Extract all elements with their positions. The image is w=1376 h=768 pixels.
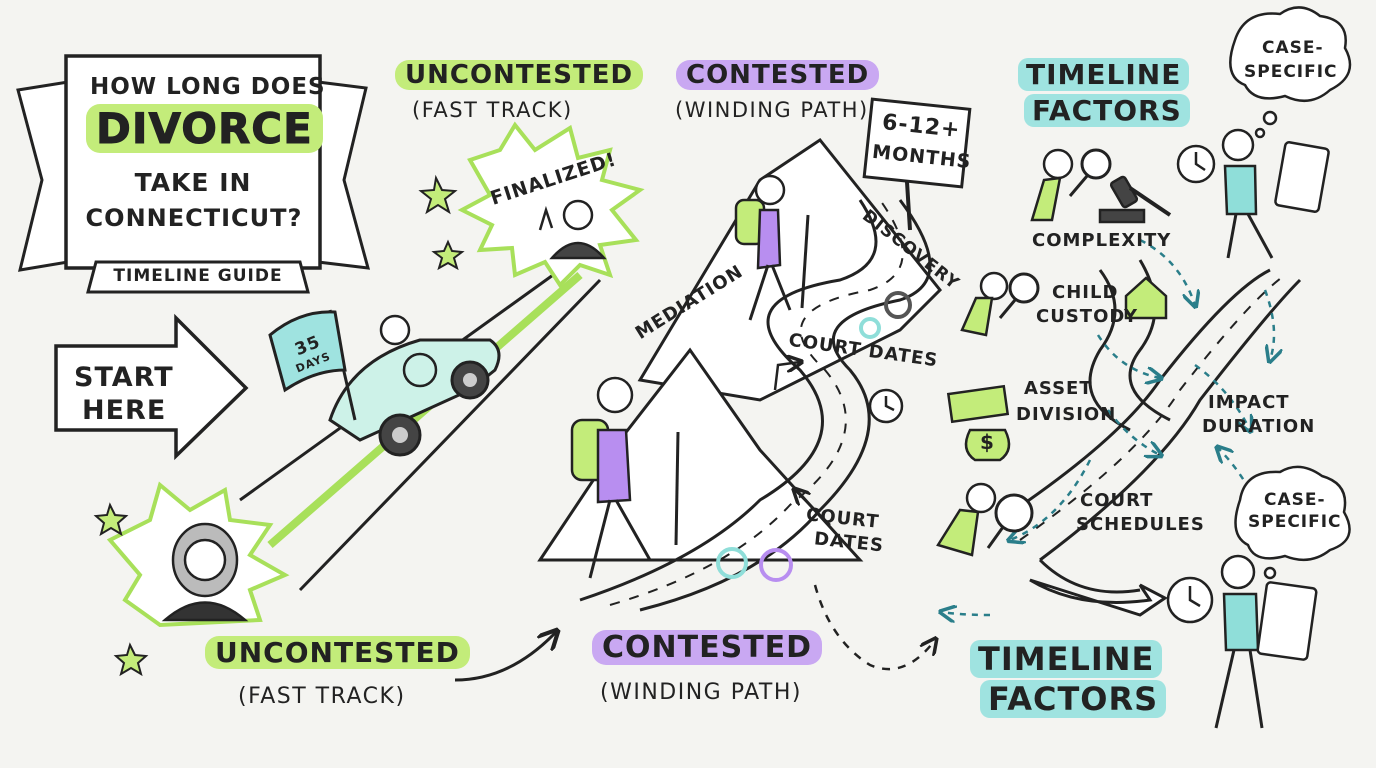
contested-top-title: CONTESTED <box>676 60 880 90</box>
title-line1: HOW LONG DOES <box>90 74 326 100</box>
case-specific-bottom-2: SPECIFIC <box>1248 512 1342 532</box>
contested-bottom-subtitle: (WINDING PATH) <box>600 680 802 705</box>
factor-asset-1: ASSET <box>1024 378 1093 399</box>
uncontested-top-subtitle: (FAST TRACK) <box>412 98 573 122</box>
factors-top-label2: FACTORS <box>1024 94 1190 127</box>
flag-icon <box>268 309 357 421</box>
car-icon <box>328 314 501 457</box>
factors-bottom-label2: FACTORS <box>980 680 1167 718</box>
title-line4: CONNECTICUT? <box>85 204 303 232</box>
case-specific-top-2: SPECIFIC <box>1244 62 1338 82</box>
factors-bottom-line1: TIMELINE <box>970 640 1163 678</box>
uncontested-top-label: UNCONTESTED <box>395 60 644 90</box>
arrow-to-contested <box>454 632 556 682</box>
lawyer-icon <box>161 522 249 622</box>
title-line2: DIVORCE <box>86 104 323 154</box>
contested-bottom-label: CONTESTED <box>592 630 823 665</box>
factors-arrow <box>1029 578 1168 617</box>
contested-top-subtitle: (WINDING PATH) <box>675 98 869 122</box>
stopwatch-icon <box>1166 144 1216 624</box>
title-banner <box>16 54 371 294</box>
arrow-court-dates-2 <box>795 490 831 526</box>
title-highlight: DIVORCE <box>86 104 323 154</box>
clipboard-icon <box>1256 141 1330 661</box>
magnifier-icon <box>986 148 1112 549</box>
factor-impact-1: IMPACT <box>1208 392 1290 413</box>
case-specific-bottom-1: CASE- <box>1264 490 1326 510</box>
factor-court-1: COURT <box>1080 490 1154 511</box>
contested-bottom-title: CONTESTED <box>592 630 823 665</box>
impact-arrows <box>942 238 1274 615</box>
contested-top-label: CONTESTED <box>676 60 880 90</box>
dollar-icon: $ <box>980 430 995 454</box>
factors-top-label1: TIMELINE <box>1018 58 1190 91</box>
factors-bottom-line2: FACTORS <box>980 680 1167 718</box>
factor-people <box>936 148 1074 557</box>
star-icon <box>93 174 465 677</box>
factor-court-2: SCHEDULES <box>1076 514 1205 535</box>
factor-child-2: CUSTODY <box>1036 306 1139 327</box>
uncontested-top-title: UNCONTESTED <box>395 60 644 90</box>
case-specific-top-1: CASE- <box>1262 38 1324 58</box>
gear-icon <box>716 291 912 582</box>
start-line2: HERE <box>82 395 167 426</box>
factor-asset-2: DIVISION <box>1016 404 1117 425</box>
arrow-to-factors <box>813 584 935 671</box>
judge-icon <box>538 199 607 260</box>
sign-icon <box>862 97 972 231</box>
factors-top-line2: FACTORS <box>1024 94 1190 127</box>
clock-icon <box>868 388 904 424</box>
title-ribbon: TIMELINE GUIDE <box>113 266 283 286</box>
gavel-icon <box>1098 175 1172 224</box>
uncontested-bottom-subtitle: (FAST TRACK) <box>238 684 406 709</box>
factors-bottom-label1: TIMELINE <box>970 640 1163 678</box>
factor-child-1: CHILD <box>1052 282 1119 303</box>
start-line1: START <box>74 362 174 393</box>
factors-top-line1: TIMELINE <box>1018 58 1190 91</box>
case-person <box>1214 128 1274 729</box>
money-icon <box>946 384 1011 462</box>
hiker-icon <box>570 174 810 579</box>
uncontested-bottom-label: UNCONTESTED <box>205 636 470 669</box>
factor-impact-2: DURATION <box>1202 416 1316 437</box>
finalized-burst <box>457 121 645 289</box>
title-line3: TAKE IN <box>134 168 252 197</box>
start-arrow <box>54 313 249 461</box>
factor-complexity: COMPLEXITY <box>1032 230 1172 251</box>
uncontested-bottom-title: UNCONTESTED <box>205 636 470 669</box>
thought-cloud-icon <box>1229 6 1352 580</box>
arrow-court-dates <box>773 362 800 391</box>
house-icon <box>1124 276 1168 320</box>
